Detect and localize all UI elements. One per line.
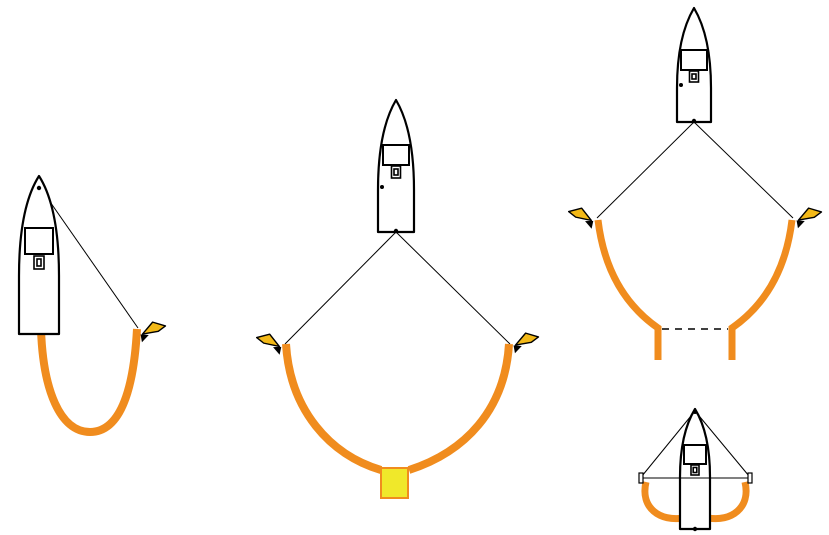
boat-icon	[678, 407, 712, 531]
stay-line-right	[694, 410, 750, 477]
sweep-boom-right	[407, 343, 513, 474]
panel-side-booms-on-boat	[638, 407, 753, 532]
sweep-boom-left	[594, 219, 662, 360]
float-icon-right	[796, 207, 823, 229]
sweep-boom-right	[728, 219, 796, 360]
sweep-boom-left	[641, 481, 685, 523]
tow-rope-left	[284, 231, 397, 345]
sweep-boom	[37, 328, 141, 437]
boat-icon	[675, 6, 713, 124]
float-icon-right	[513, 332, 540, 354]
float-icon-left	[567, 207, 594, 229]
tow-rope	[38, 185, 139, 329]
float-icon	[140, 321, 167, 343]
boat-icon	[17, 174, 61, 336]
panel-two-arm-sweep-with-buoy	[255, 98, 540, 499]
rope-attach-point	[36, 185, 42, 191]
rope-attach-point	[693, 410, 697, 414]
panel-single-boat-sweep	[17, 174, 167, 437]
float-icon-left	[255, 333, 282, 355]
boat-icon	[376, 98, 416, 234]
rope-attach-point	[691, 118, 697, 124]
panel-two-arm-sweep-with-gap	[567, 6, 823, 360]
sweep-boom-left	[282, 343, 383, 474]
pole-end-left	[638, 472, 644, 484]
tow-rope-right	[693, 121, 794, 219]
tow-rope-left	[596, 121, 695, 219]
stern-point	[692, 526, 698, 532]
tow-rope-right	[395, 231, 511, 345]
buoy-icon	[380, 467, 409, 499]
stay-line-left	[641, 410, 696, 477]
sweep-boom-right	[707, 481, 750, 523]
pole-end-right	[747, 472, 753, 484]
rope-attach-point	[393, 228, 399, 234]
